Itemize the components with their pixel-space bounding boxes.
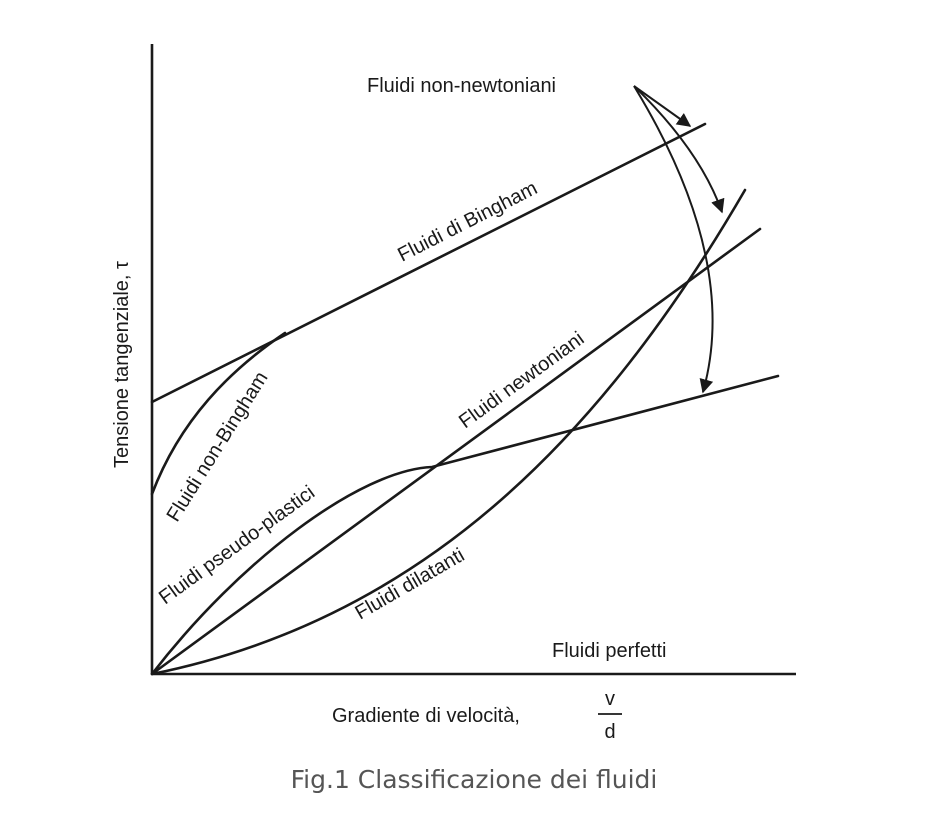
- pointer-to-pseudo-plastic: [633, 85, 714, 394]
- label-newtonian: Fluidi newtoniani: [455, 328, 588, 433]
- x-fraction-numerator: v: [605, 688, 615, 710]
- y-axis-label: Tensione tangenziale, τ: [111, 261, 133, 468]
- pseudo-plastic-curve: [150, 374, 780, 676]
- label-dilatant: Fluidi dilatanti: [352, 544, 469, 624]
- x-axis-label: Gradiente di velocità,: [332, 705, 520, 727]
- annotation-non-newtonian: Fluidi non-newtoniani: [367, 75, 556, 97]
- non-bingham-curve: [150, 331, 287, 496]
- dilatant-curve: [150, 188, 747, 676]
- figure-caption: Fig.1 Classificazione dei fluidi: [291, 765, 658, 794]
- x-fraction-denominator: d: [604, 721, 615, 743]
- pointer-to-dilatant: [633, 85, 725, 214]
- bingham-line: [150, 122, 707, 404]
- pointer-to-bingham: [633, 85, 692, 127]
- newtonian-line: [150, 227, 762, 676]
- label-perfect: Fluidi perfetti: [552, 640, 667, 662]
- label-bingham: Fluidi di Bingham: [394, 177, 541, 266]
